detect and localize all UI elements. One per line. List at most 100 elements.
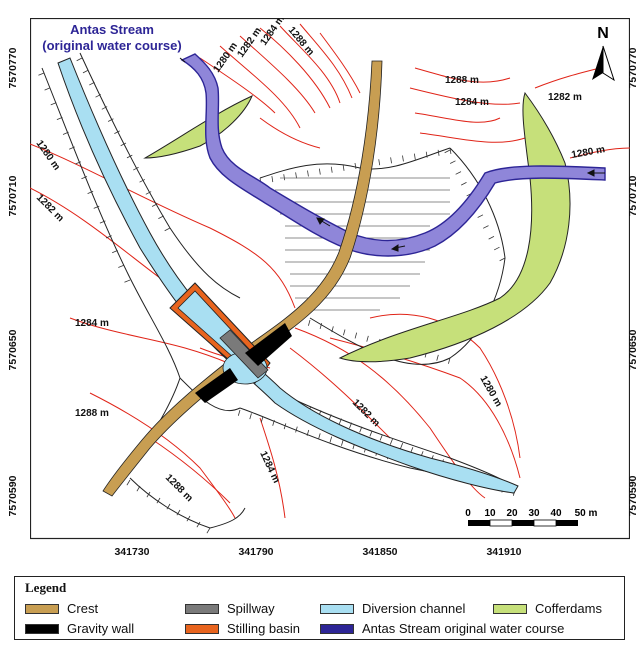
hatch-tick — [196, 521, 201, 528]
crest — [102, 60, 383, 497]
hatch-tick — [166, 503, 171, 510]
hatch-tick — [145, 191, 152, 195]
hatch-tick — [62, 131, 69, 135]
legend-item-antas-stream: Antas Stream original water course — [320, 621, 564, 636]
hatch-tick — [455, 171, 462, 175]
legend-label-spillway: Spillway — [227, 601, 275, 616]
hatch-tick — [283, 174, 286, 181]
hatch-tick — [272, 419, 275, 426]
hatch-tick — [437, 149, 440, 156]
legend-label-antas-stream: Antas Stream original water course — [362, 621, 565, 636]
x-tick-bottom-2: 341790 — [238, 546, 273, 558]
hatch-tick — [81, 176, 88, 180]
hatch-tick — [319, 323, 323, 330]
hatch-tick — [482, 225, 489, 229]
hatch-tick — [444, 149, 451, 154]
hatch-tick — [112, 250, 118, 254]
hatch-tick — [69, 146, 75, 150]
hatch-tick — [402, 155, 404, 162]
legend-item-crest: Crest — [25, 601, 98, 616]
hatch-tick — [164, 227, 171, 232]
excavation-outlines — [41, 52, 516, 529]
hatch-tick — [146, 491, 151, 498]
hatch-tick — [87, 190, 94, 194]
legend-swatch-crest — [25, 603, 59, 614]
scale-tick-40: 40 — [550, 508, 562, 519]
legend-swatch-diversion-channel — [320, 603, 354, 614]
hatch-tick — [366, 335, 369, 342]
hatch-tick — [118, 264, 125, 268]
y-tick-left-3: 7570650 — [7, 329, 19, 370]
legend-label-diversion-channel: Diversion channel — [362, 601, 466, 616]
x-tick-bottom-1: 341730 — [114, 546, 149, 558]
legend: Legend Crest Spillway Diversion channel … — [14, 576, 625, 640]
hatch-tick — [44, 87, 51, 91]
stream-title-line2: (original water course) — [42, 38, 181, 53]
hatch-tick — [139, 179, 146, 183]
diversion-channel — [57, 57, 519, 494]
hatch-tick — [369, 430, 373, 437]
x-tick-bottom-4: 341910 — [486, 546, 521, 558]
legend-label-cofferdams: Cofferdams — [535, 601, 602, 616]
scale-tick-30: 30 — [528, 508, 540, 519]
hatch-tick — [359, 426, 363, 433]
hatch-tick — [341, 439, 344, 446]
hatch-tick — [283, 423, 287, 430]
hatch-tick — [206, 527, 211, 534]
hatch-tick — [186, 515, 191, 522]
stream-title-line1: Antas Stream — [70, 22, 154, 37]
hatch-tick — [176, 509, 181, 516]
hatch-tick — [477, 214, 484, 218]
hatch-tick — [151, 203, 158, 207]
hatch-tick — [499, 257, 506, 262]
contour-label-1280-top: 1280 m — [211, 41, 240, 75]
legend-swatch-cofferdams — [493, 603, 527, 614]
legend-label-stilling-basin: Stilling basin — [227, 621, 300, 636]
cofferdam-right — [338, 91, 571, 363]
contour-label-1280-right: 1280 m — [571, 144, 606, 161]
hatch-tick — [158, 215, 164, 219]
hatch-tick — [460, 182, 467, 186]
scale-bar: 0 10 20 30 40 50 m — [465, 508, 598, 527]
scale-tick-20: 20 — [506, 508, 518, 519]
legend-item-diversion-channel: Diversion channel — [320, 601, 465, 616]
hatch-tick — [95, 94, 102, 98]
gravity-wall-lower — [195, 368, 238, 403]
contour-label-1288-left: 1288 m — [75, 408, 109, 419]
legend-swatch-stilling-basin — [185, 623, 219, 634]
y-tick-left-4: 7570590 — [7, 475, 19, 516]
hatch-tick — [114, 130, 120, 134]
hatch-tick — [120, 142, 127, 147]
map: 341730 341790 341850 341910 341730 34179… — [29, 5, 631, 558]
hatch-tick — [295, 426, 298, 433]
legend-swatch-gravity-wall — [25, 623, 59, 634]
contour-label-1282-right: 1282 m — [548, 92, 582, 103]
hatch-tick — [249, 413, 252, 420]
hatch-tick — [124, 279, 131, 283]
hatch-tick — [107, 118, 114, 122]
hatch-tick — [308, 319, 311, 326]
hatch-tick — [318, 433, 321, 440]
hatch-tick — [329, 436, 333, 443]
hatch-tick — [93, 205, 100, 209]
hatch-tick — [260, 416, 264, 423]
hatch-tick — [38, 72, 45, 76]
hatch-tick — [436, 354, 439, 361]
hatch-tick — [379, 434, 383, 441]
contour-label-1288-top: 1288 m — [286, 25, 316, 58]
hatch-tick — [410, 447, 414, 453]
hatch-tick — [449, 147, 452, 154]
legend-label-crest: Crest — [67, 601, 99, 616]
north-label: N — [597, 25, 609, 42]
hatch-tick — [389, 438, 393, 445]
contour-label-1284-right: 1284 m — [455, 97, 489, 108]
hatch-tick — [133, 166, 139, 171]
hatch-tick — [156, 497, 161, 504]
hatch-tick — [76, 57, 83, 62]
hatch-tick — [488, 236, 495, 240]
cofferdam-left — [143, 95, 253, 159]
y-tick-left-1: 7570770 — [7, 47, 19, 88]
contour-label-1282-left: 1282 m — [34, 192, 66, 224]
legend-item-stilling-basin: Stilling basin — [185, 621, 300, 636]
hatch-tick — [136, 485, 141, 492]
